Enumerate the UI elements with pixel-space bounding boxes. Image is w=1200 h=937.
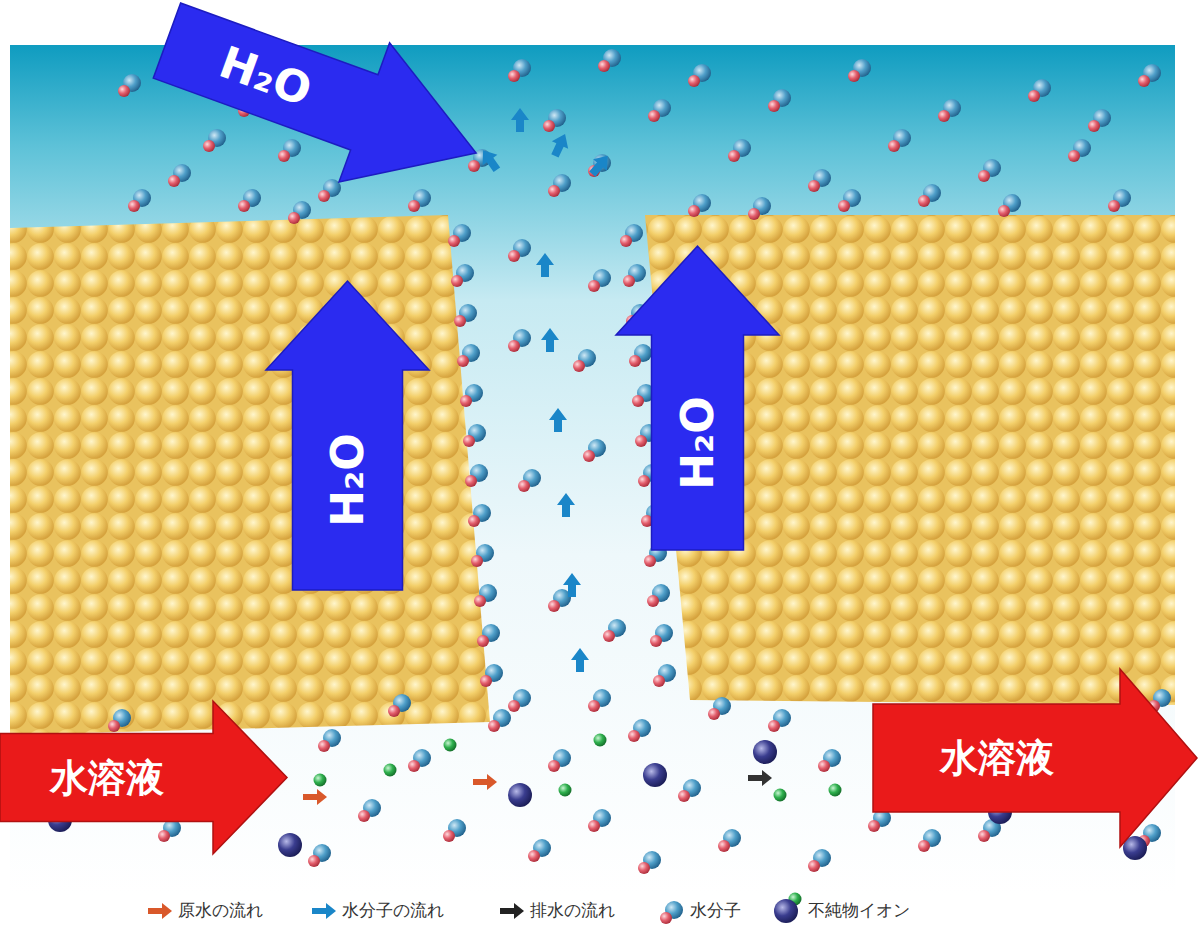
arrow-outline	[873, 669, 1197, 847]
legend-text: 水分子	[690, 900, 741, 920]
pore-flow-arrows	[476, 108, 615, 672]
flow-arrow: H₂O	[265, 280, 430, 590]
arrow-label: H₂O	[676, 396, 720, 490]
arrow-outline	[266, 281, 429, 590]
flow-arrow: H₂O	[615, 245, 780, 550]
legend-text: 不純物イオン	[808, 900, 910, 920]
feed-flow-arrows	[303, 770, 772, 805]
legend-samples	[148, 893, 802, 925]
legend-text: 原水の流れ	[178, 900, 263, 920]
flow-arrow: 水溶液	[0, 700, 288, 855]
legend-text: 水分子の流れ	[342, 900, 444, 920]
flow-arrow: 水溶液	[873, 668, 1198, 848]
arrow-label: 水溶液	[50, 759, 164, 797]
legend-text: 排水の流れ	[530, 900, 615, 920]
membrane-left	[10, 215, 490, 735]
arrow-label: 水溶液	[940, 739, 1054, 777]
arrow-outline	[616, 246, 779, 550]
arrow-label: H₂O	[326, 433, 370, 527]
arrow-outline	[0, 701, 287, 854]
arrow-outline	[142, 0, 502, 223]
